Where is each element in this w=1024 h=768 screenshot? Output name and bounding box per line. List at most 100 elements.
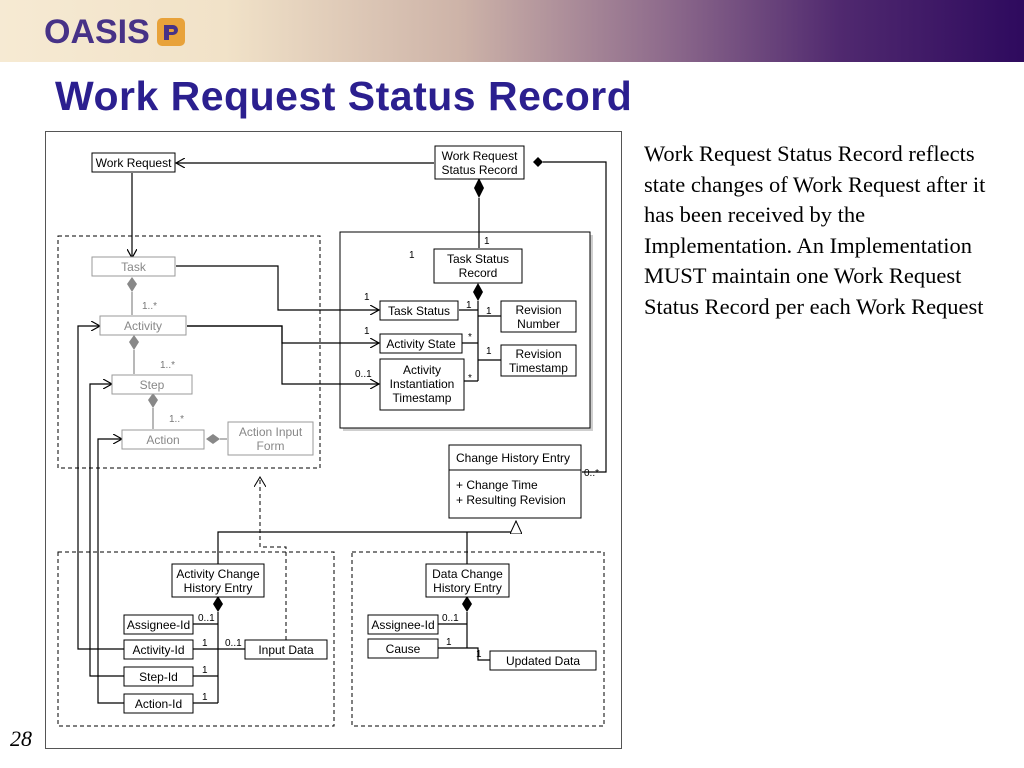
assignee-id-box-1: Assignee-Id <box>123 614 194 635</box>
che-attr-resulting-revision: + Resulting Revision <box>456 493 566 507</box>
input-data-box: Input Data <box>244 639 328 660</box>
mult-tsr-left: 1 <box>409 250 415 261</box>
input-data-label: Input Data <box>258 643 314 657</box>
aggregation-diamond <box>148 393 158 408</box>
mult-task-activity: 1..* <box>142 301 157 312</box>
activity-che-label-2: History Entry <box>184 581 253 595</box>
task-status-record-box: Task Status Record <box>433 248 523 284</box>
mult-revision-number: 1 <box>486 306 492 317</box>
action-id-box: Action-Id <box>123 693 194 714</box>
ref-activity-id <box>77 326 124 650</box>
wrsr-box: Work Request Status Record <box>434 145 525 180</box>
assignee-id-box-2: Assignee-Id <box>367 614 439 635</box>
composition-diamond <box>474 178 484 198</box>
mult-step-action: 1..* <box>169 414 184 425</box>
connectors <box>77 157 607 704</box>
assoc-activity-inst-ts <box>187 325 379 384</box>
task-label: Task <box>121 260 147 274</box>
che-label: Change History Entry <box>456 451 570 465</box>
ref-action-id <box>97 439 124 704</box>
mult-ait-left: 0..1 <box>355 369 372 380</box>
revision-timestamp-box: Revision Timestamp <box>500 344 577 377</box>
revision-timestamp-label-1: Revision <box>515 347 561 361</box>
action-input-form-box: Action Input Form <box>227 421 314 456</box>
mult-activity-id: 1 <box>202 638 208 649</box>
mult-assignee-id-2: 0..1 <box>442 613 459 624</box>
work-request-label: Work Request <box>96 156 172 170</box>
step-label: Step <box>140 378 165 392</box>
updated-data-box: Updated Data <box>489 650 597 671</box>
composition-diamond <box>213 596 223 612</box>
action-id-label: Action-Id <box>135 697 182 711</box>
activity-state-box: Activity State <box>379 333 463 354</box>
aggregation-diamond <box>127 277 137 292</box>
ait-label-2: Instantiation <box>390 377 455 391</box>
step-id-label: Step-Id <box>139 670 178 684</box>
task-package-boundary <box>57 235 321 469</box>
action-input-form-label-2: Form <box>257 439 285 453</box>
mult-cause: 1 <box>446 637 452 648</box>
revision-timestamp-label-2: Timestamp <box>509 361 568 375</box>
task-box: Task <box>91 256 176 277</box>
generalization-activity-che <box>217 521 516 566</box>
mult-revision-timestamp: 1 <box>486 346 492 357</box>
mult-task-status-right: 1 <box>466 300 472 311</box>
revision-number-box: Revision Number <box>500 300 577 333</box>
task-status-label: Task Status <box>388 304 450 318</box>
oasis-logo-mark-icon <box>156 18 185 46</box>
activity-inst-ts-box: Activity Instantiation Timestamp <box>379 358 465 411</box>
slide-body-text: Work Request Status Record reflects stat… <box>644 141 986 319</box>
data-che-label-2: History Entry <box>433 581 502 595</box>
activity-che-label-1: Activity Change <box>176 567 260 581</box>
mult-step-id: 1 <box>202 665 208 676</box>
uml-class-diagram: Work Request Work Request Status Record … <box>57 145 607 727</box>
mult-activity-state-left: 1 <box>364 326 370 337</box>
activity-box: Activity <box>99 315 187 336</box>
aggregation-diamond <box>206 434 220 444</box>
ait-label-3: Timestamp <box>393 391 452 405</box>
composition-diamond <box>473 283 483 301</box>
mult-action-id: 1 <box>202 692 208 703</box>
mult-task-status-left: 1 <box>364 292 370 303</box>
step-box: Step <box>111 374 193 395</box>
class-boxes: Work Request Work Request Status Record … <box>91 145 597 714</box>
oasis-logo: OASIS <box>44 13 186 51</box>
mult-updated-data: 1 <box>476 649 482 660</box>
activity-che-box: Activity Change History Entry <box>171 563 265 598</box>
wrsr-label-2: Status Record <box>441 163 517 177</box>
page-number: 28 <box>10 726 32 751</box>
logo-text: OASIS <box>44 13 150 51</box>
mult-ait-right: * <box>468 373 472 384</box>
change-history-entry-box: Change History Entry + Change Time + Res… <box>448 444 582 519</box>
data-che-package-boundary <box>351 551 605 727</box>
mult-wrsr-che: 0..* <box>584 468 599 479</box>
comp-wrsr-che <box>543 161 607 473</box>
activity-che-package-boundary <box>57 551 335 727</box>
activity-label: Activity <box>124 319 162 333</box>
data-che-label-1: Data Change <box>432 567 503 581</box>
action-box: Action <box>121 429 205 450</box>
mult-assignee-id-1: 0..1 <box>198 613 215 624</box>
aggregation-diamond <box>129 335 139 350</box>
che-attr-change-time: + Change Time <box>456 478 538 492</box>
mult-activity-step: 1..* <box>160 360 175 371</box>
composition-diamond <box>533 157 543 167</box>
revision-number-label-2: Number <box>517 317 560 331</box>
step-id-box: Step-Id <box>123 666 194 687</box>
revision-number-label-1: Revision <box>515 303 561 317</box>
assoc-task-task-status <box>176 265 379 310</box>
dependency-input-data-form <box>260 477 287 640</box>
work-request-box: Work Request <box>91 152 176 173</box>
composition-diamond <box>462 596 472 612</box>
ait-label-1: Activity <box>403 363 441 377</box>
activity-state-label: Activity State <box>386 337 456 351</box>
updated-data-label: Updated Data <box>506 654 580 668</box>
data-che-box: Data Change History Entry <box>425 563 510 598</box>
tsr-label-2: Record <box>459 266 498 280</box>
mult-wrsr-tsr: 1 <box>484 236 490 247</box>
mult-activity-state-right: * <box>468 332 472 343</box>
task-status-box: Task Status <box>379 300 459 321</box>
action-input-form-label-1: Action Input <box>239 425 303 439</box>
uml-diagram-frame: Work Request Work Request Status Record … <box>45 131 622 749</box>
mult-input-data: 0..1 <box>225 638 242 649</box>
